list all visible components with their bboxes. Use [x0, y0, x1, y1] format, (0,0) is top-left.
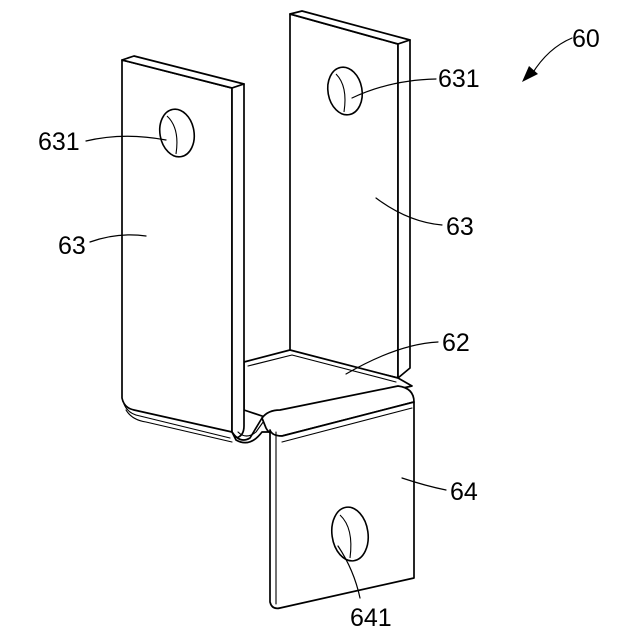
label-assembly: 60	[572, 25, 600, 53]
label-foot-hole: 641	[350, 604, 392, 632]
label-bridge: 62	[442, 329, 470, 357]
right-tab	[290, 11, 410, 378]
label-right-tab-hole: 631	[438, 65, 480, 93]
label-right-tab: 63	[446, 213, 474, 241]
foot-plate	[262, 386, 414, 608]
label-foot: 64	[450, 478, 478, 506]
label-left-tab: 63	[58, 232, 86, 260]
label-left-tab-hole: 631	[38, 128, 80, 156]
